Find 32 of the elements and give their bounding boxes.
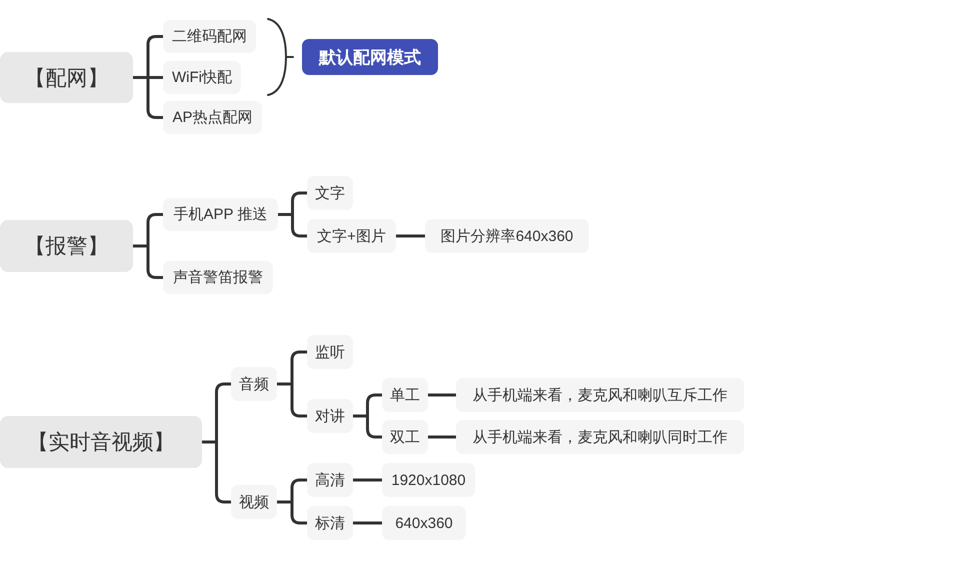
topic-box: 对讲 bbox=[307, 399, 353, 433]
connector-line bbox=[353, 522, 382, 524]
topic-box: 标清 bbox=[307, 506, 353, 540]
connector-line bbox=[396, 234, 425, 238]
connector-line bbox=[353, 414, 382, 438]
topic-box: 1920x1080 bbox=[382, 463, 475, 497]
topic-box: 图片分辨率640x360 bbox=[425, 219, 589, 253]
connector-line bbox=[428, 394, 456, 396]
topic-box: 文字+图片 bbox=[307, 219, 396, 253]
topic-box: 高清 bbox=[307, 463, 353, 497]
topic-box: AP热点配网 bbox=[163, 101, 262, 134]
topic-box: 视频 bbox=[231, 485, 277, 519]
topic-box: 手机APP 推送 bbox=[163, 198, 278, 231]
topic-box: WiFi快配 bbox=[163, 61, 241, 94]
topic-box: 从手机端来看，麦克风和喇叭互斥工作 bbox=[456, 378, 744, 412]
root-topic-box: 【报警】 bbox=[0, 220, 133, 272]
topic-box: 监听 bbox=[307, 335, 353, 369]
root-topic-box: 【配网】 bbox=[0, 52, 133, 103]
connector-line bbox=[353, 478, 382, 482]
topic-box: 声音警笛报警 bbox=[163, 261, 273, 294]
summary-box: 默认配网模式 bbox=[302, 39, 438, 75]
topic-box: 单工 bbox=[382, 378, 428, 412]
connector-line bbox=[202, 440, 231, 504]
topic-box: 640x360 bbox=[382, 506, 466, 540]
topic-box: 双工 bbox=[382, 420, 428, 454]
topic-box: 文字 bbox=[307, 176, 353, 210]
topic-box: 二维码配网 bbox=[163, 20, 256, 53]
topic-box: 音频 bbox=[231, 367, 277, 401]
connector-line bbox=[428, 436, 456, 438]
topic-box: 从手机端来看，麦克风和喇叭同时工作 bbox=[456, 420, 744, 454]
root-topic-box: 【实时音视频】 bbox=[0, 416, 202, 468]
connector-line bbox=[278, 213, 307, 238]
